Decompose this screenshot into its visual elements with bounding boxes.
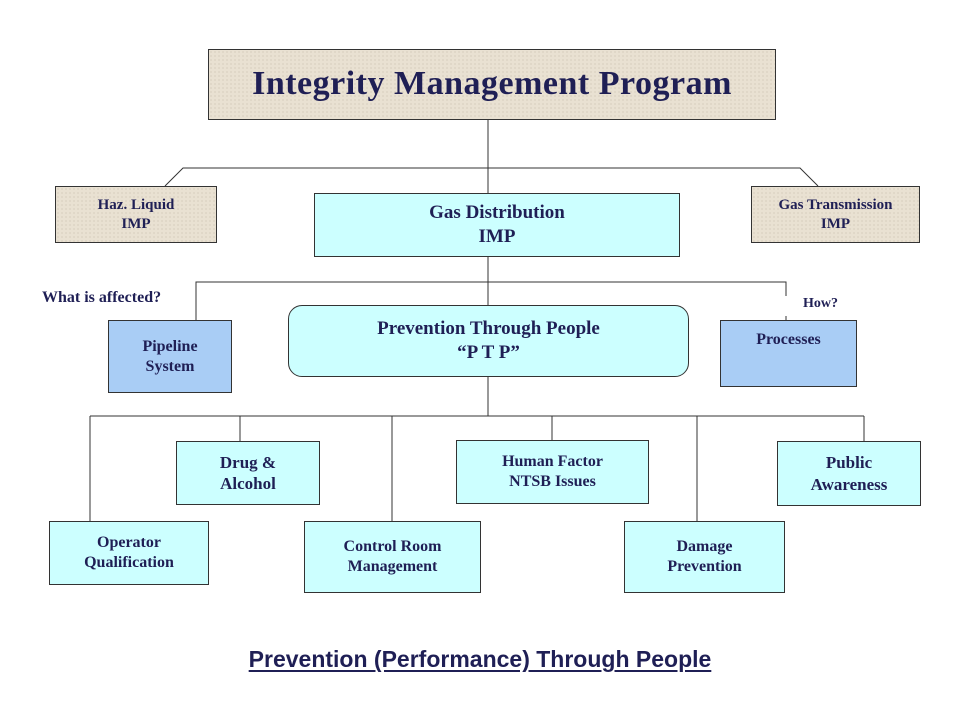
- node-prevention-through-people: Prevention Through People “P T P”: [288, 305, 689, 377]
- node-damage-prevention: Damage Prevention: [624, 521, 785, 593]
- footer-text: Prevention (Performance) Through People: [248, 646, 712, 672]
- node-pipeline-system: Pipeline System: [108, 320, 232, 393]
- title-box: Integrity Management Program: [208, 49, 776, 120]
- node-processes: Processes: [720, 320, 857, 387]
- node-gas-transmission: Gas Transmission IMP: [751, 186, 920, 243]
- footer-caption: Prevention (Performance) Through People: [0, 646, 960, 673]
- node-public-awareness: Public Awareness: [777, 441, 921, 506]
- annotation-what-affected: What is affected?: [42, 289, 162, 306]
- annotation-how: How?: [803, 296, 838, 311]
- node-haz-liquid: Haz. Liquid IMP: [55, 186, 217, 243]
- node-operator-qualification: Operator Qualification: [49, 521, 209, 585]
- node-gas-distribution: Gas Distribution IMP: [314, 193, 680, 257]
- node-control-room: Control Room Management: [304, 521, 481, 593]
- node-human-factor: Human Factor NTSB Issues: [456, 440, 649, 504]
- title-text: Integrity Management Program: [252, 65, 732, 103]
- node-drug-alcohol: Drug & Alcohol: [176, 441, 320, 505]
